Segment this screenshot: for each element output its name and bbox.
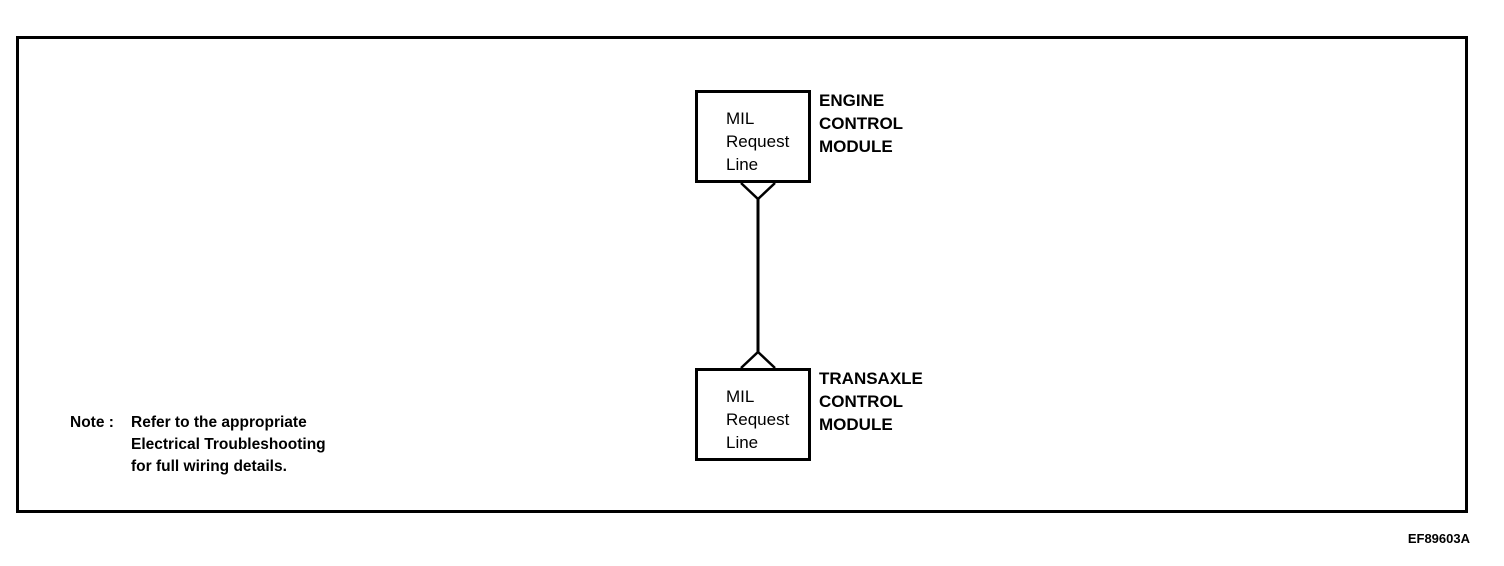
ecm-label-line: ENGINE [819,91,885,110]
tcm-box-line: MIL [726,387,755,406]
ecm-box: MIL Request Line [695,90,811,183]
ecm-box-line: Line [726,155,759,174]
tcm-box-text: MIL Request Line [726,385,789,454]
tcm-label: TRANSAXLE CONTROL MODULE [819,367,923,436]
ecm-label: ENGINE CONTROL MODULE [819,89,903,158]
ecm-label-line: CONTROL [819,114,904,133]
diagram-frame [16,36,1468,513]
note-line: Electrical Troubleshooting [131,436,326,453]
ecm-box-line: MIL [726,109,755,128]
note-line: for full wiring details. [131,458,287,475]
ecm-box-text: MIL Request Line [726,107,789,176]
tcm-box-line: Line [726,433,759,452]
tcm-box: MIL Request Line [695,368,811,461]
note-prefix: Note : [70,414,114,431]
tcm-connector-symbol [740,350,776,369]
ecm-connector-symbol [740,182,776,201]
tcm-label-line: CONTROL [819,392,904,411]
ecm-box-line: Request [726,132,790,151]
tcm-label-line: TRANSAXLE [819,369,923,388]
figure-code: EF89603A [1407,531,1470,546]
note-line: Refer to the appropriate [131,414,307,431]
ecm-label-line: MODULE [819,137,893,156]
tcm-box-line: Request [726,410,790,429]
tcm-label-line: MODULE [819,415,893,434]
note-lines: Refer to the appropriate Electrical Trou… [131,412,326,478]
